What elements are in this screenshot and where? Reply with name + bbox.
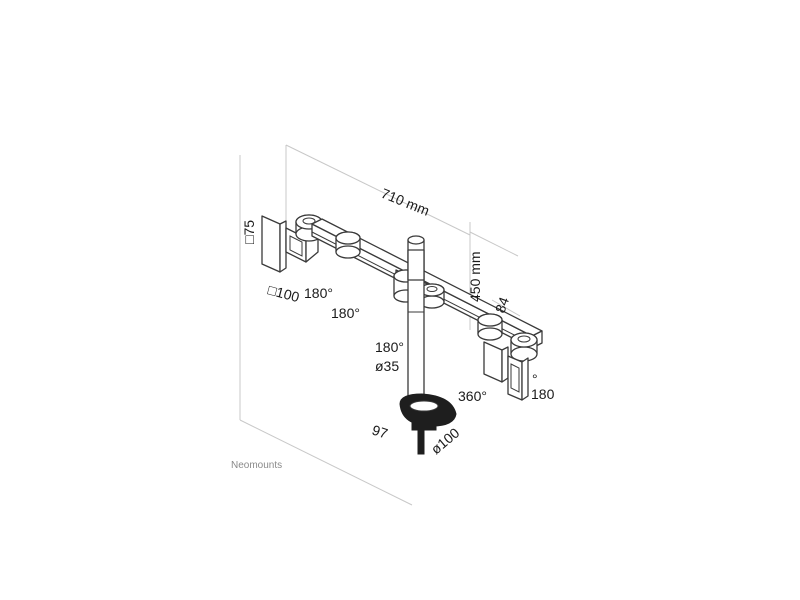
depth-right-label: 84 — [492, 295, 512, 315]
rotation-left-inner-label: 180° — [331, 305, 360, 321]
rotation-pole-label: 180° — [375, 339, 404, 355]
tilt-right-label: 180 — [531, 386, 555, 402]
pole-diameter-label: ø35 — [375, 358, 399, 374]
clamp-depth-label: 97 — [370, 422, 390, 442]
pole-height-label: 450 mm — [467, 251, 483, 302]
right-vesa-plate — [483, 341, 529, 401]
right-arm-joint — [477, 313, 503, 341]
rotation-right-label: 360° — [458, 388, 487, 404]
brand-label: Neomounts — [231, 460, 282, 471]
pole — [407, 235, 425, 411]
right-pivot — [510, 332, 538, 362]
rotation-left-outer-label: 180° — [304, 285, 333, 301]
dimension-lines — [239, 144, 521, 506]
vesa-small-label: □75 — [241, 220, 257, 244]
left-arm-joint — [335, 231, 361, 259]
vesa-large-label: □100 — [266, 281, 301, 305]
desk-clamp — [399, 393, 457, 455]
arm-width-label: 710 mm — [379, 185, 432, 219]
tilt-right-degree-mark: ° — [532, 371, 538, 387]
